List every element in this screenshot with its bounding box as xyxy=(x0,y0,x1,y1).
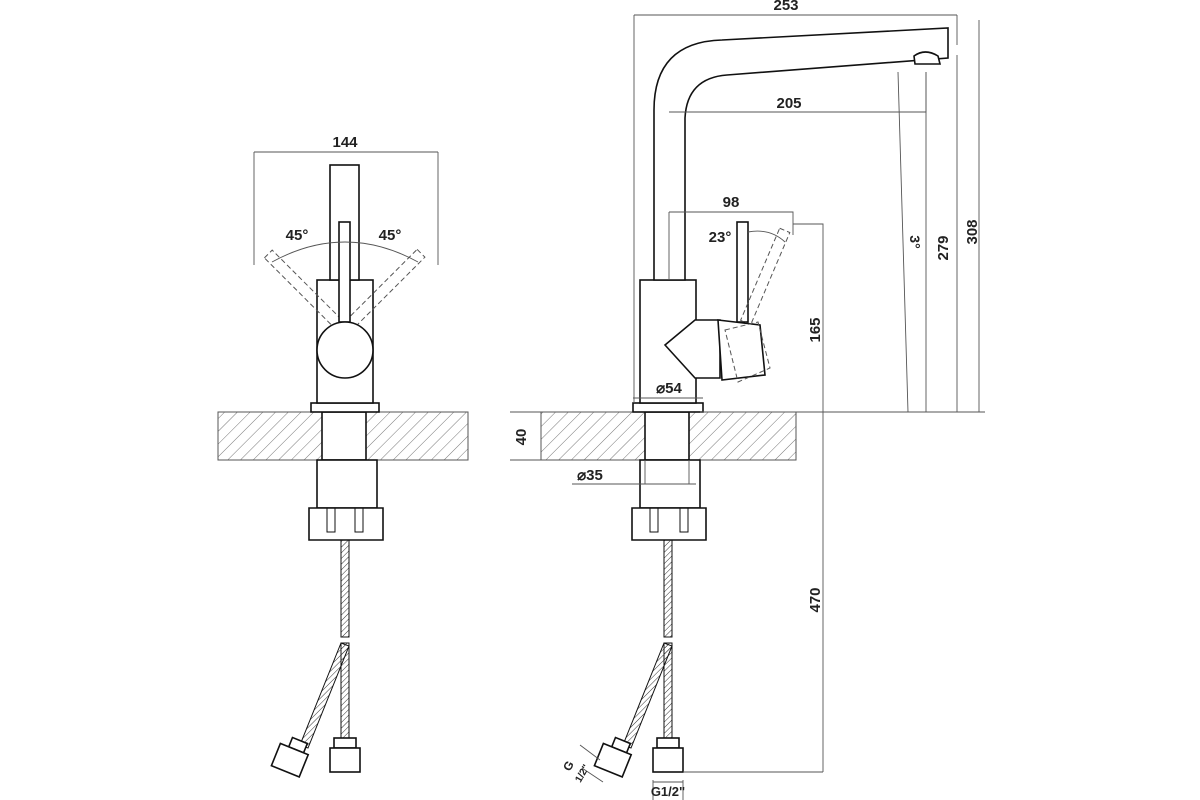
reach-label: 253 xyxy=(773,0,798,14)
mounting-shank-front xyxy=(321,411,367,461)
hose-vertical-side xyxy=(663,539,673,638)
fitting-right-side xyxy=(656,737,680,749)
height-165-label: 165 xyxy=(807,317,824,342)
spout-side xyxy=(653,27,949,281)
lock-nut-lower-side xyxy=(631,507,707,541)
nut-right-front xyxy=(329,747,361,773)
height-279-label: 279 xyxy=(935,235,952,260)
cartridge-cap-side xyxy=(717,319,766,381)
front-view: 144 45° 45° xyxy=(217,134,469,778)
aerator-side xyxy=(913,51,942,65)
handle-23-side xyxy=(739,227,791,326)
side-view: 253 205 98 23° 3° 279 308 165 470 ⌀54 40… xyxy=(510,0,985,800)
hole-diameter-label: ⌀35 xyxy=(577,467,603,484)
counter-thickness-label: 40 xyxy=(513,429,530,446)
handle-vertical-side xyxy=(736,221,749,323)
handle-vertical-front xyxy=(338,221,351,323)
hose-thread-left-g: G xyxy=(560,758,577,773)
lever-angle-label: 23° xyxy=(709,229,732,246)
mounting-shank-side xyxy=(644,411,690,461)
height-308-label: 308 xyxy=(964,219,981,244)
hose-bent-front xyxy=(299,642,350,749)
nut-left-front xyxy=(270,736,310,778)
cartridge-disc-front xyxy=(316,321,374,379)
front-width-label: 144 xyxy=(332,134,358,151)
spout-angle-label: 3° xyxy=(907,235,923,248)
fitting-right-front xyxy=(333,737,357,749)
front-angle-left-label: 45° xyxy=(286,227,309,244)
body-diameter-label: ⌀54 xyxy=(656,380,682,397)
hose-length-label: 470 xyxy=(807,587,824,612)
nut-right-side xyxy=(652,747,684,773)
base-ring-side xyxy=(632,402,704,413)
spout-label: 205 xyxy=(776,95,801,112)
hose-vertical-front xyxy=(340,539,350,638)
hose-thread-right-label: G1/2" xyxy=(651,784,685,799)
hose-bent-side xyxy=(622,642,673,749)
front-angle-right-label: 45° xyxy=(379,227,402,244)
lock-nut-upper-front xyxy=(316,459,378,509)
lock-nut-lower-front xyxy=(308,507,384,541)
nut-left-side xyxy=(593,736,633,778)
lever-label: 98 xyxy=(723,194,740,211)
base-ring-front xyxy=(310,402,380,413)
